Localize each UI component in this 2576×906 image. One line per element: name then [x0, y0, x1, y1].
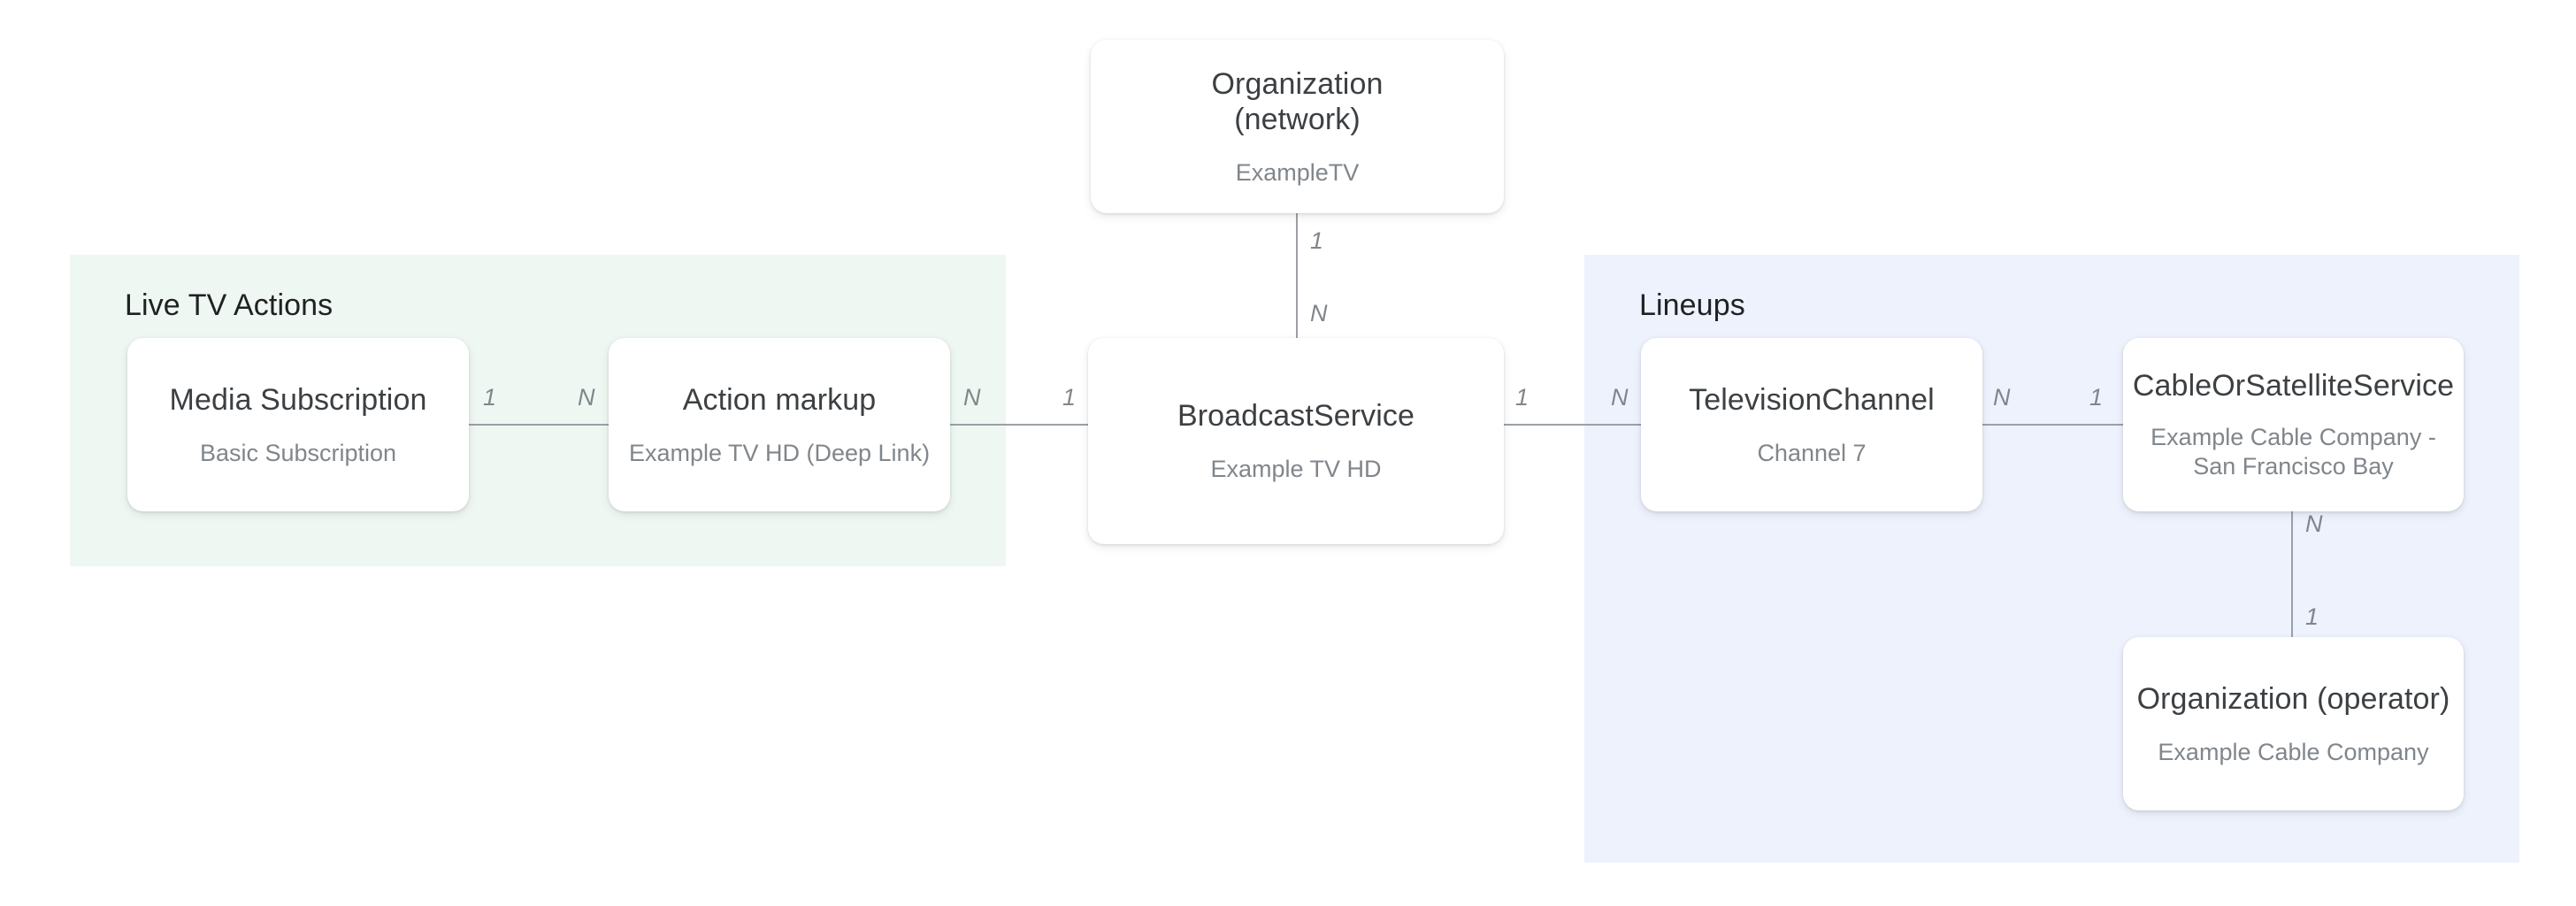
node-title-organization-operator: Organization (operator) — [2136, 681, 2450, 716]
node-card-television-channel[interactable]: TelevisionChannel Channel 7 — [1641, 338, 1982, 511]
node-title-television-channel: TelevisionChannel — [1689, 382, 1935, 417]
node-card-action-markup[interactable]: Action markup Example TV HD (Deep Link) — [609, 338, 950, 511]
node-title-broadcast-service: BroadcastService — [1177, 399, 1415, 433]
node-title-media-subscription: Media Subscription — [169, 382, 427, 417]
cardinality-broadcast-service-right-source: 1 — [1515, 384, 1530, 411]
node-card-broadcast-service[interactable]: BroadcastService Example TV HD — [1088, 338, 1504, 544]
node-subtitle-television-channel: Channel 7 — [1757, 439, 1867, 466]
node-subtitle-action-markup: Example TV HD (Deep Link) — [628, 439, 931, 466]
cardinality-organization-network-source: 1 — [1310, 227, 1324, 254]
node-card-cable-or-satellite-service[interactable]: CableOrSatelliteService Example Cable Co… — [2123, 338, 2464, 511]
connector-organization-network-to-broadcast-service — [1296, 213, 1298, 338]
node-card-organization-operator[interactable]: Organization (operator) Example Cable Co… — [2123, 637, 2464, 810]
cardinality-cable-or-satellite-service-bottom-source: N — [2305, 511, 2323, 537]
node-subtitle-broadcast-service: Example TV HD — [1210, 456, 1382, 482]
node-title-organization-network: Organization (network) — [1211, 66, 1384, 136]
group-title-lineups: Lineups — [1639, 288, 1745, 322]
node-card-organization-network[interactable]: Organization (network) ExampleTV — [1091, 40, 1504, 213]
cardinality-broadcast-service-top-target: N — [1310, 300, 1328, 326]
node-card-media-subscription[interactable]: Media Subscription Basic Subscription — [127, 338, 469, 511]
group-title-live-tv-actions: Live TV Actions — [125, 288, 334, 322]
cardinality-organization-operator-target: 1 — [2305, 603, 2319, 630]
connector-television-channel-to-cable-or-satellite-service — [1982, 424, 2123, 426]
cardinality-cable-or-satellite-service-left-target: 1 — [2089, 384, 2104, 411]
node-subtitle-cable-or-satellite-service: Example Cable Company - San Francisco Ba… — [2150, 424, 2436, 480]
cardinality-television-channel-right-source: N — [1993, 384, 2011, 411]
cardinality-television-channel-left-target: N — [1611, 384, 1629, 411]
cardinality-media-subscription-source: 1 — [483, 384, 497, 411]
node-title-action-markup: Action markup — [682, 382, 877, 417]
node-subtitle-organization-operator: Example Cable Company — [2158, 738, 2429, 765]
connector-cable-or-satellite-service-to-organization-operator — [2291, 511, 2293, 637]
connector-media-subscription-to-action-markup — [469, 424, 609, 426]
node-subtitle-media-subscription: Basic Subscription — [199, 439, 397, 466]
cardinality-action-markup-target: N — [578, 384, 595, 411]
cardinality-action-markup-source: N — [963, 384, 981, 411]
node-title-cable-or-satellite-service: CableOrSatelliteService — [2132, 369, 2455, 403]
connector-broadcast-service-to-television-channel — [1504, 424, 1641, 426]
node-subtitle-organization-network: ExampleTV — [1235, 158, 1360, 186]
connector-action-markup-to-broadcast-service — [949, 424, 1088, 426]
cardinality-broadcast-service-left-target: 1 — [1062, 384, 1077, 411]
